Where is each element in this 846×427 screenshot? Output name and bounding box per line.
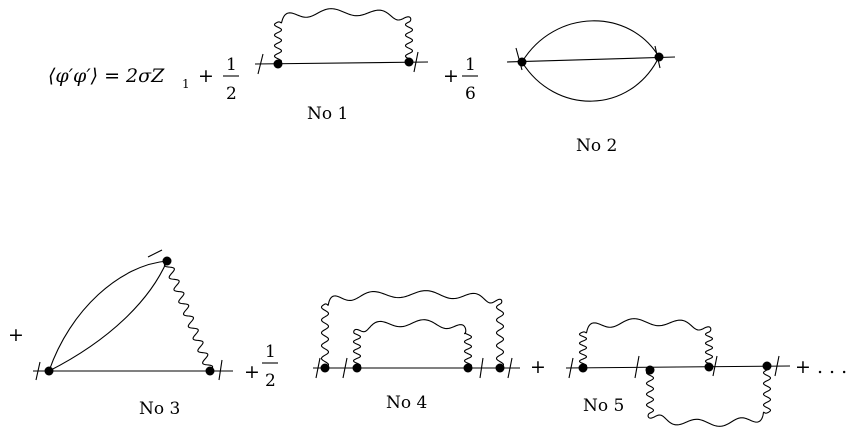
ellipsis-tail: + . . .: [795, 356, 846, 378]
svg-text:⟨φ′φ′⟩ = 2σZ: ⟨φ′φ′⟩ = 2σZ: [48, 65, 165, 87]
photon-line: [645, 369, 772, 427]
svg-text:2: 2: [265, 371, 276, 391]
vertex: [320, 363, 330, 373]
diagram-no1: [254, 8, 429, 75]
vertex: [205, 366, 215, 376]
svg-text:2: 2: [226, 84, 237, 104]
diagram-no3: [33, 249, 233, 381]
diagram-no5: [565, 318, 791, 427]
fraction-one-half: 1 2: [223, 55, 239, 104]
photon-line: [273, 8, 414, 65]
vertex: [654, 52, 664, 62]
photon-line: [320, 290, 505, 369]
fraction-one-half: 1 2: [262, 342, 278, 391]
vertex: [44, 366, 54, 376]
label-no1: No 1: [307, 104, 348, 124]
vertex: [495, 363, 505, 373]
vertex: [645, 365, 655, 375]
vertex: [704, 362, 714, 372]
svg-text:1: 1: [182, 77, 190, 91]
vertex: [352, 363, 362, 373]
photon-line: [578, 318, 714, 369]
svg-text:1: 1: [226, 55, 237, 75]
svg-text:1: 1: [465, 55, 476, 75]
vertex: [273, 59, 283, 69]
svg-text:6: 6: [465, 84, 476, 104]
plus-sign: +: [530, 356, 546, 378]
label-no5: No 5: [583, 396, 624, 416]
vertex: [578, 363, 588, 373]
plus-sign: +: [8, 324, 24, 346]
fraction-one-sixth: 1 6: [462, 55, 478, 104]
svg-text:1: 1: [265, 342, 276, 362]
plus-sign: +: [244, 361, 260, 383]
diagram-no4: [313, 290, 520, 379]
photon-line: [163, 260, 214, 372]
plus-sign: +: [443, 65, 459, 87]
vertex: [463, 363, 473, 373]
vertex: [517, 57, 527, 67]
label-no4: No 4: [386, 393, 427, 413]
vertex: [404, 57, 414, 67]
vertex: [762, 361, 772, 371]
vertex: [162, 256, 172, 266]
photon-line: [352, 319, 473, 369]
diagram-no2: [506, 20, 676, 102]
label-no3: No 3: [139, 399, 180, 419]
equation-lhs: ⟨φ′φ′⟩ = 2σZ 1: [48, 65, 190, 91]
plus-sign: +: [198, 65, 214, 87]
label-no2: No 2: [576, 136, 617, 156]
